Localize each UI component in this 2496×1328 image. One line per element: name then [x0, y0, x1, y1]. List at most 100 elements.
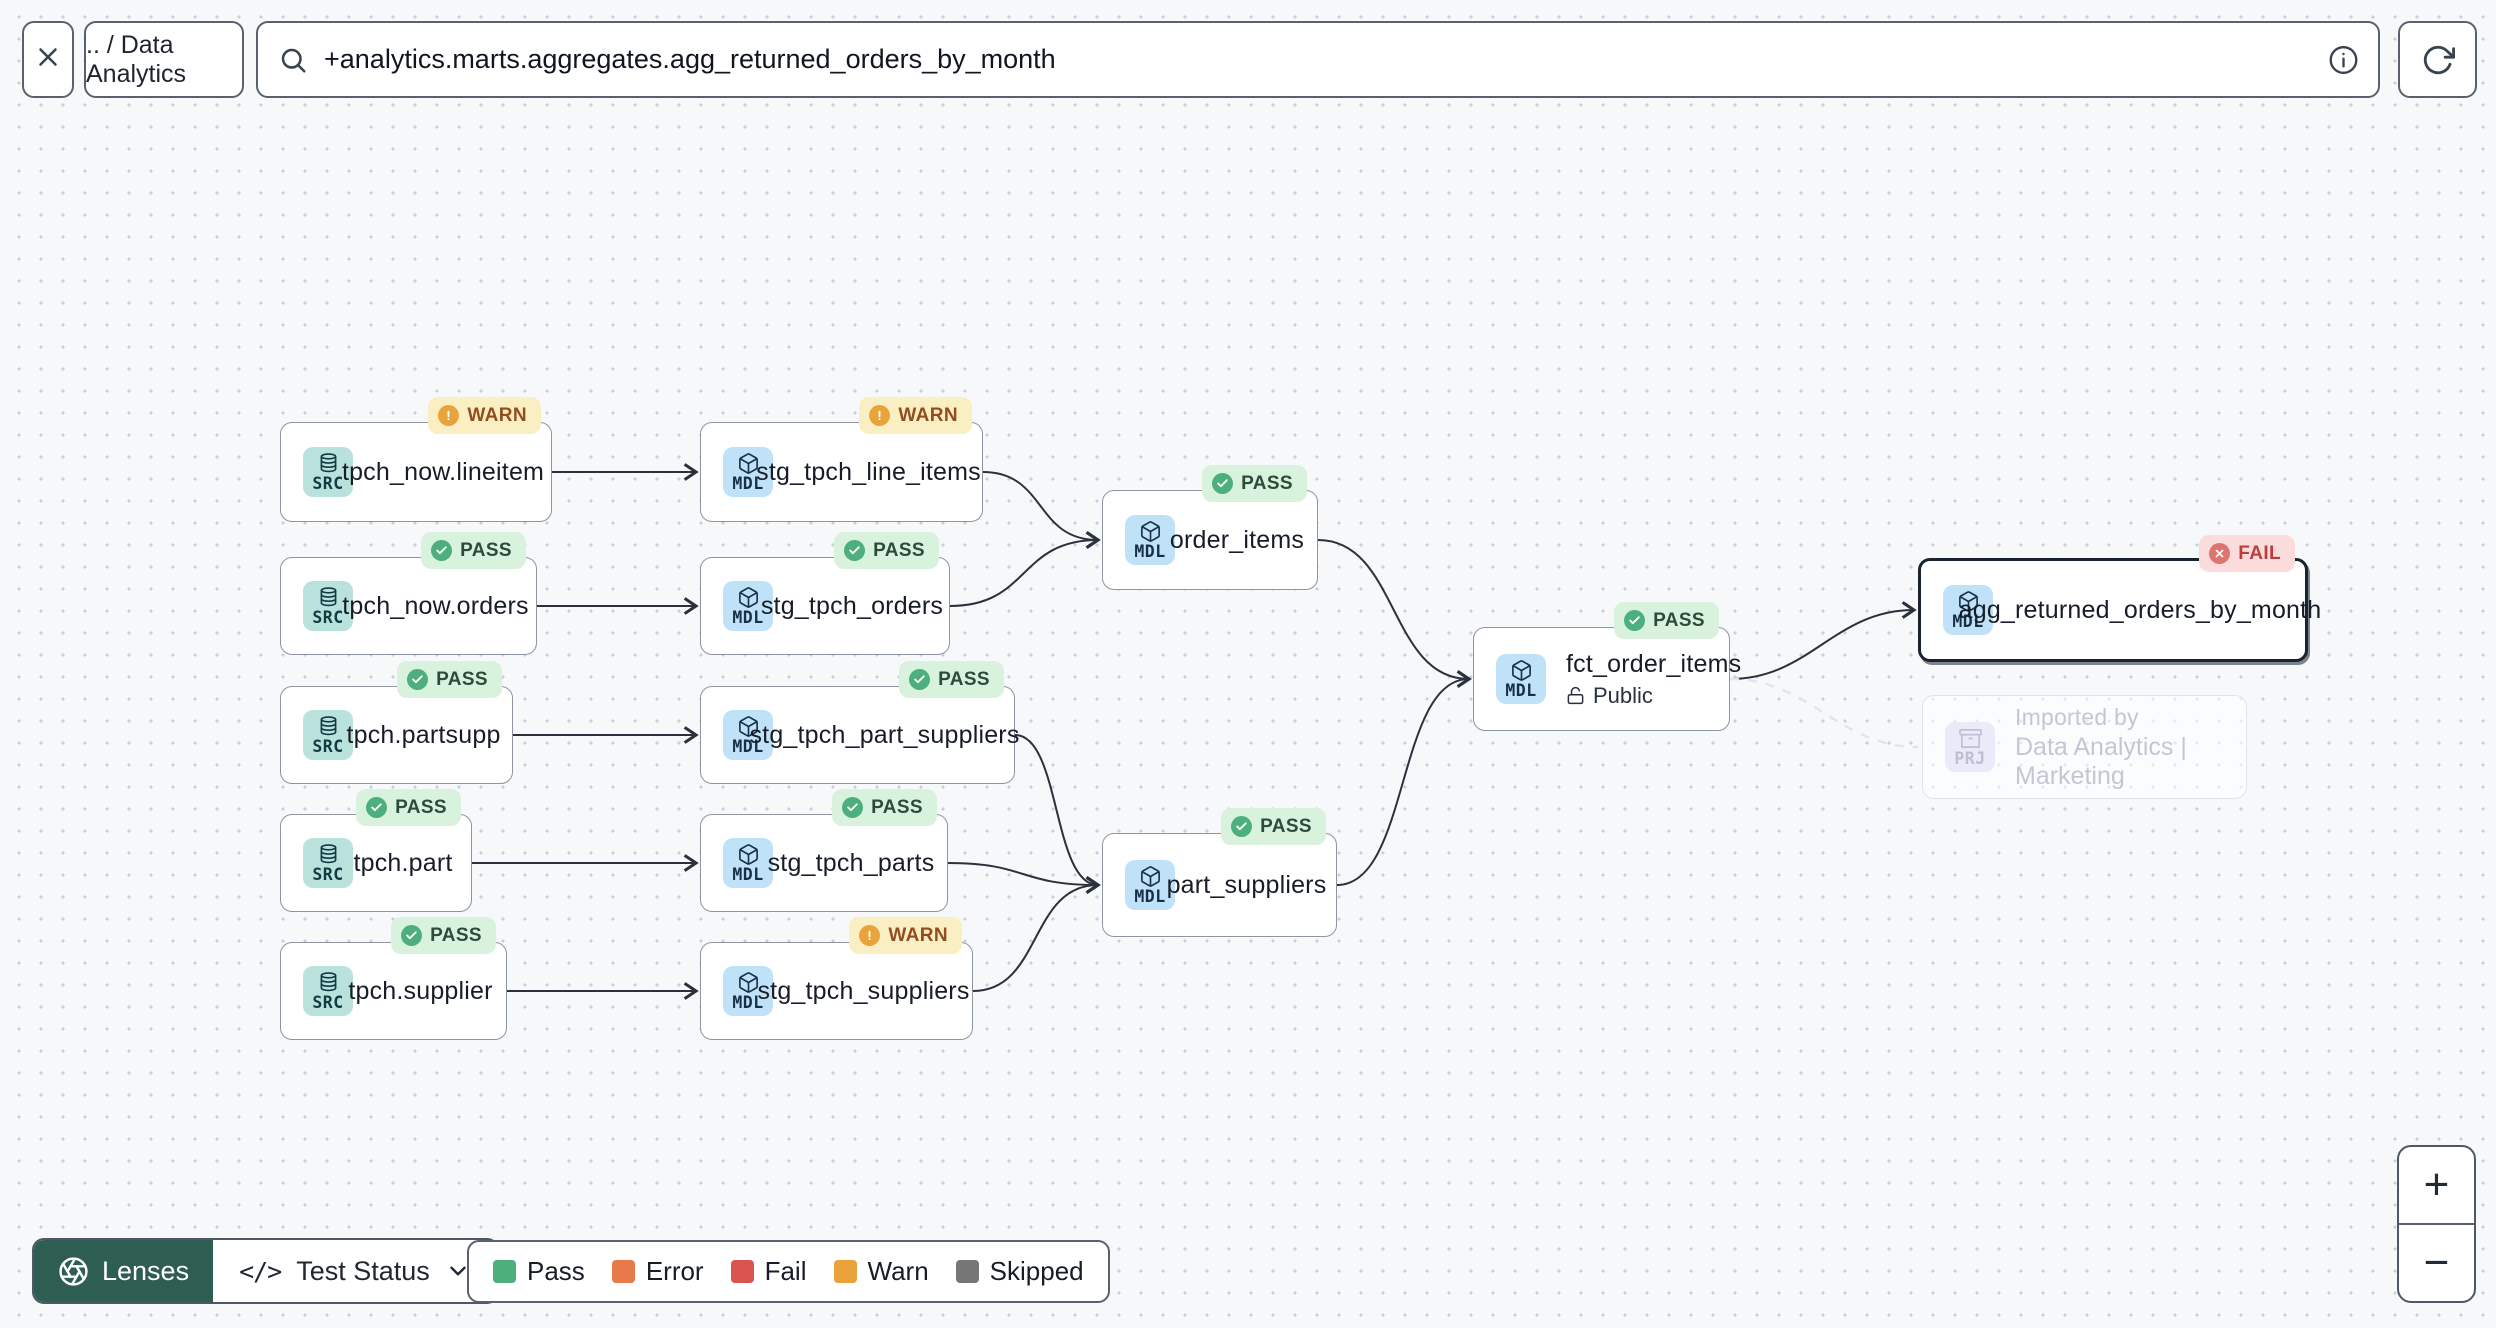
status-badge-fail: FAIL [2199, 535, 2295, 572]
mdl-icon: MDL [723, 838, 773, 888]
node-title: order_items [1169, 525, 1305, 554]
src-icon: SRC [303, 838, 353, 888]
legend-swatch [611, 1260, 635, 1283]
chevron-down-icon [445, 1258, 471, 1284]
src-icon: SRC [303, 447, 353, 497]
legend-item-warn: Warn [833, 1256, 929, 1287]
lens-control: Lenses </> Test Status [32, 1238, 499, 1304]
node-title: fct_order_items [1566, 649, 1742, 678]
pass-icon [844, 540, 866, 561]
src-icon: SRC [303, 710, 353, 760]
aperture-icon [58, 1256, 89, 1287]
status-badge-pass: PASS [832, 789, 937, 826]
fail-icon [2209, 543, 2231, 564]
status-badge-pass: PASS [1221, 808, 1326, 845]
node-subtitle: Public [1566, 683, 1653, 709]
code-icon: </> [239, 1256, 282, 1286]
node-subtitle: Data Analytics | Marketing [2015, 732, 2187, 790]
zoom-in-button[interactable]: + [2423, 1160, 2450, 1209]
status-badge-pass: PASS [421, 532, 526, 569]
warn-icon [438, 405, 460, 426]
lens-selector[interactable]: </> Test Status [213, 1240, 497, 1302]
pass-icon [909, 669, 931, 690]
status-badge-pass: PASS [391, 917, 496, 954]
status-badge-warn: WARN [428, 397, 541, 434]
node-title: stg_tpch_part_suppliers [749, 720, 1020, 749]
edge-fct_order_items-to-agg_returned_orders_by_month [1729, 601, 1917, 680]
breadcrumb[interactable]: .. / Data Analytics [84, 21, 244, 98]
mdl-icon: MDL [723, 581, 773, 631]
close-button[interactable] [22, 21, 74, 98]
info-icon[interactable] [2327, 43, 2360, 76]
mdl-icon: MDL [723, 447, 773, 497]
breadcrumb-label: .. / Data Analytics [86, 30, 187, 88]
legend-swatch [493, 1260, 516, 1283]
node-title: Imported by [2015, 703, 2139, 730]
edge-order_items-to-fct_order_items [1317, 539, 1472, 688]
status-badge-pass: PASS [397, 661, 502, 698]
mdl-icon: MDL [1125, 860, 1175, 910]
pass-icon [431, 540, 453, 561]
edge-fct_order_items-to-imported_by [1729, 677, 1919, 749]
legend-swatch [955, 1260, 979, 1283]
mdl-icon: MDL [1125, 515, 1175, 565]
node-title: tpch_now.orders [342, 591, 529, 620]
legend-item-error: Error [611, 1256, 704, 1287]
src-icon: SRC [303, 966, 353, 1016]
node-title: stg_tpch_suppliers [757, 976, 970, 1005]
search-input[interactable] [324, 44, 2318, 75]
pass-icon [407, 669, 429, 690]
edge-stg_tpch_suppliers-to-part_suppliers [972, 876, 1101, 992]
edge-stg_tpch_parts-to-part_suppliers [947, 862, 1101, 894]
legend-item-pass: Pass [493, 1256, 585, 1287]
edge-stg_tpch_orders-to-order_items [949, 531, 1101, 607]
node-title: stg_tpch_parts [767, 848, 935, 877]
edge-stg_tpch_line_items-to-order_items [982, 471, 1101, 549]
mdl-icon: MDL [723, 710, 773, 760]
node-title: tpch_now.lineitem [341, 457, 545, 486]
status-badge-warn: WARN [859, 397, 972, 434]
mdl-icon: MDL [723, 966, 773, 1016]
warn-icon [859, 925, 881, 946]
refresh-button[interactable] [2398, 21, 2477, 98]
lenses-label: Lenses [102, 1255, 190, 1286]
status-badge-pass: PASS [1614, 602, 1719, 639]
zoom-controls: + − [2397, 1145, 2476, 1303]
lenses-button[interactable]: Lenses [34, 1240, 214, 1302]
edge-stg_tpch_part_suppliers-to-part_suppliers [1014, 734, 1101, 894]
node-title: tpch.part [353, 848, 453, 877]
node-title: stg_tpch_orders [760, 591, 944, 620]
zoom-out-button[interactable]: − [2399, 1223, 2474, 1301]
node-title: tpch.supplier [348, 976, 493, 1005]
pass-icon [401, 925, 423, 946]
node-title: tpch.partsupp [346, 720, 501, 749]
search-icon [278, 45, 308, 75]
mdl-icon: MDL [1943, 585, 1993, 635]
status-badge-pass: PASS [1202, 465, 1307, 502]
prj-icon: PRJ [1945, 722, 1995, 772]
legend-swatch [833, 1260, 857, 1283]
search-bar[interactable] [256, 21, 2380, 98]
edge-part_suppliers-to-fct_order_items [1336, 670, 1472, 886]
status-badge-pass: PASS [899, 661, 1004, 698]
legend-swatch [730, 1260, 754, 1283]
legend-item-fail: Fail [730, 1256, 807, 1287]
